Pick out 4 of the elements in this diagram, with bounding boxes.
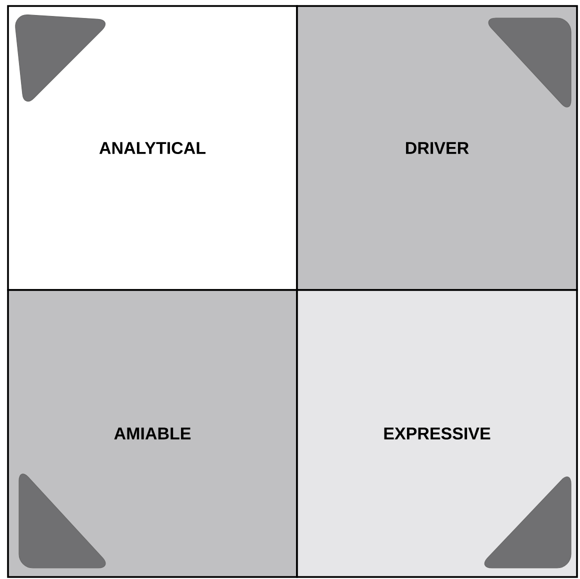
quadrant-box: EXPRESSIVE: [296, 289, 578, 578]
quadrant-box: ANALYTICAL: [7, 5, 298, 291]
quadrant-box: DRIVER: [296, 5, 578, 291]
quadrant-box: AMIABLE: [7, 289, 298, 578]
